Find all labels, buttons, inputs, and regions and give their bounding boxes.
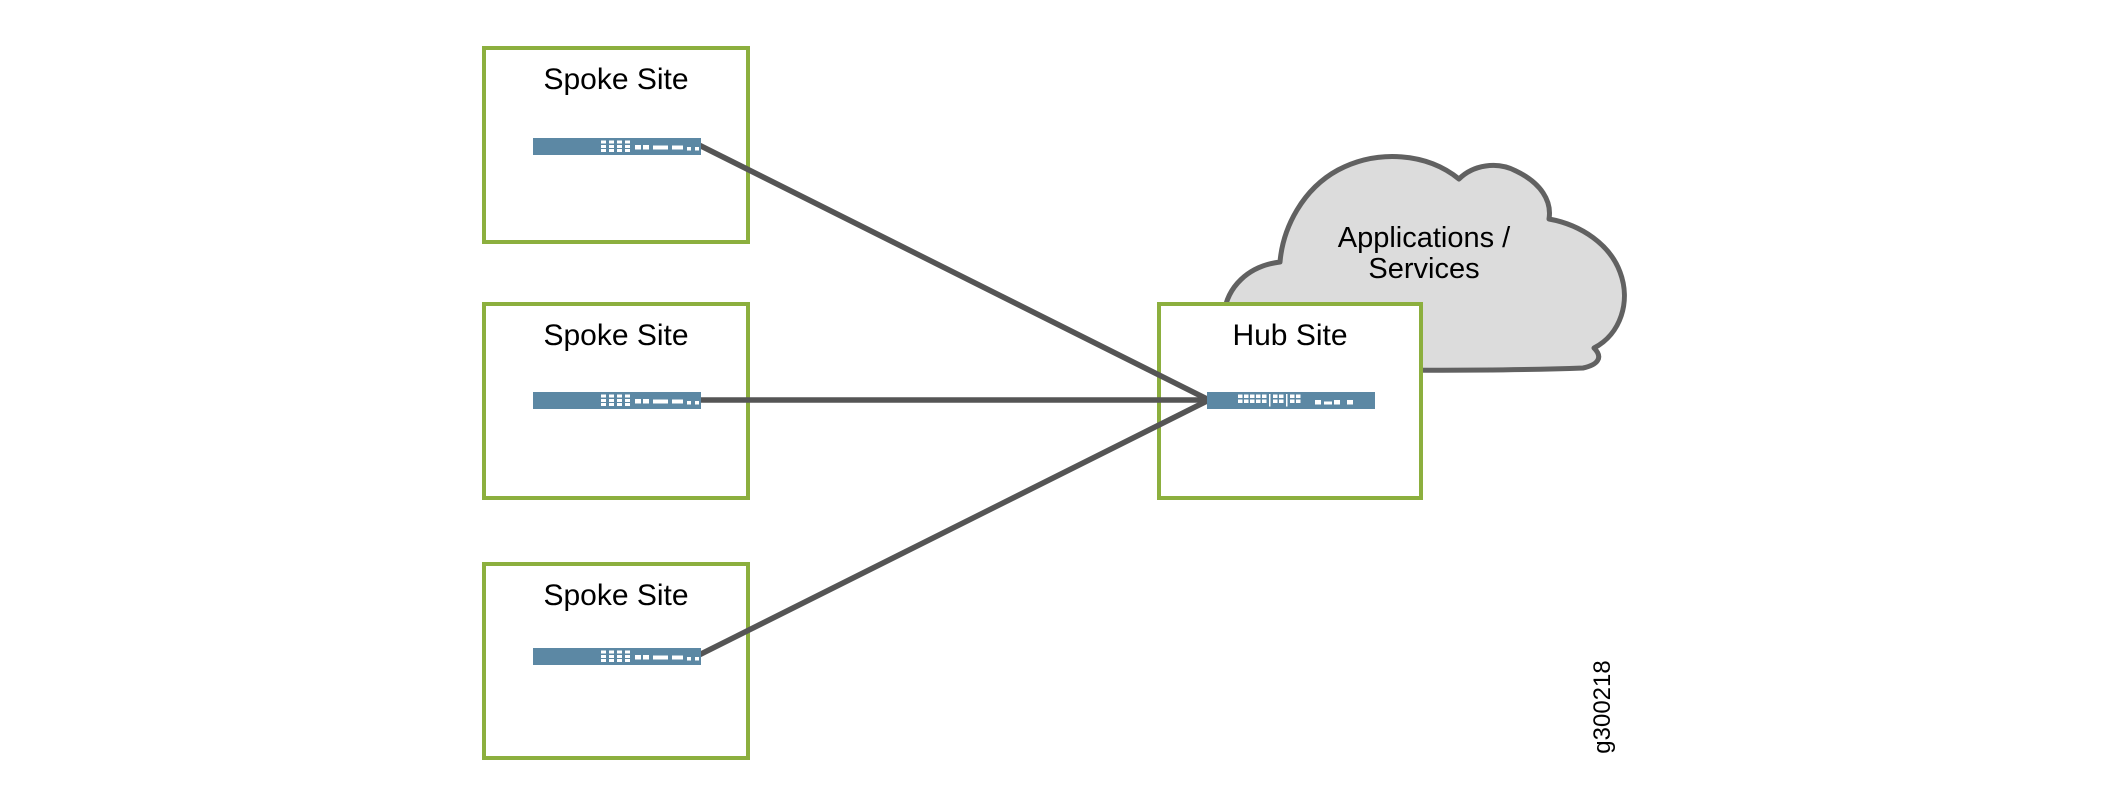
switch-device-icon — [533, 392, 701, 409]
cloud-label-line2: Services — [1368, 253, 1480, 285]
spoke-site-label: Spoke Site — [543, 63, 689, 96]
cloud-label-line1: Applications / — [1337, 222, 1511, 254]
switch-device-icon — [533, 648, 701, 665]
hub-switch-device-icon — [1207, 392, 1375, 409]
spoke-site-label: Spoke Site — [543, 579, 689, 612]
figure-id-label: g300218 — [1589, 660, 1616, 754]
cloud-label: Applications / Services — [1294, 223, 1554, 285]
hub-site-label: Hub Site — [1232, 319, 1348, 352]
switch-device-icon — [533, 138, 701, 155]
spoke-site-label: Spoke Site — [543, 319, 689, 352]
